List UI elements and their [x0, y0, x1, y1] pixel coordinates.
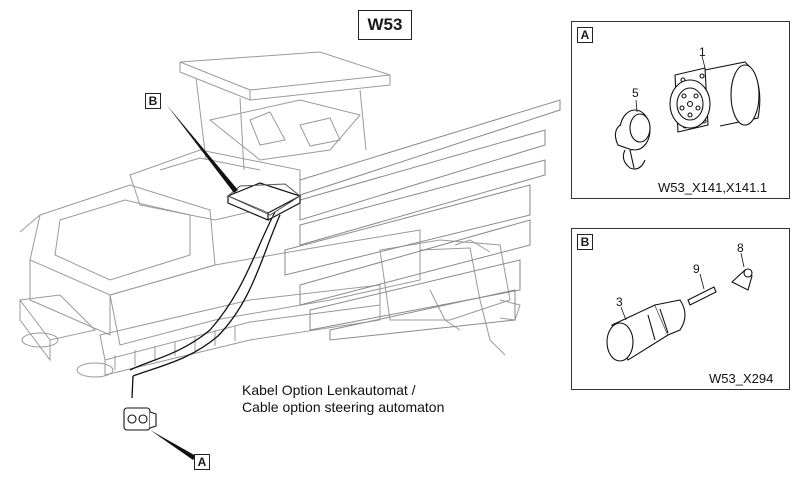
caption-line-2: Cable option steering automaton [242, 399, 445, 415]
callout-tag-a: A [194, 454, 210, 470]
detail-panel-b-tag: B [577, 234, 593, 250]
connector-code-b: W53_X294 [709, 371, 774, 386]
connector-code-a: W53_X141,X141.1 [658, 180, 768, 195]
caption-line-1: Kabel Option Lenkautomat / [242, 382, 416, 398]
detail-panel-b: B 8 9 3 W53_X294 [571, 228, 790, 390]
part-number-9: 9 [693, 262, 700, 276]
part-number-1: 1 [699, 45, 706, 59]
callout-tag-b: B [145, 93, 161, 109]
part-number-5: 5 [632, 86, 639, 100]
part-number-8: 8 [737, 241, 744, 255]
detail-panel-a: A 1 5 W53_X141,X141.1 [571, 21, 790, 199]
diagram-title: W53 [358, 10, 412, 40]
detail-panel-a-tag: A [577, 27, 593, 43]
caption: Kabel Option Lenkautomat / Cable option … [242, 382, 444, 416]
part-number-3: 3 [616, 295, 623, 309]
